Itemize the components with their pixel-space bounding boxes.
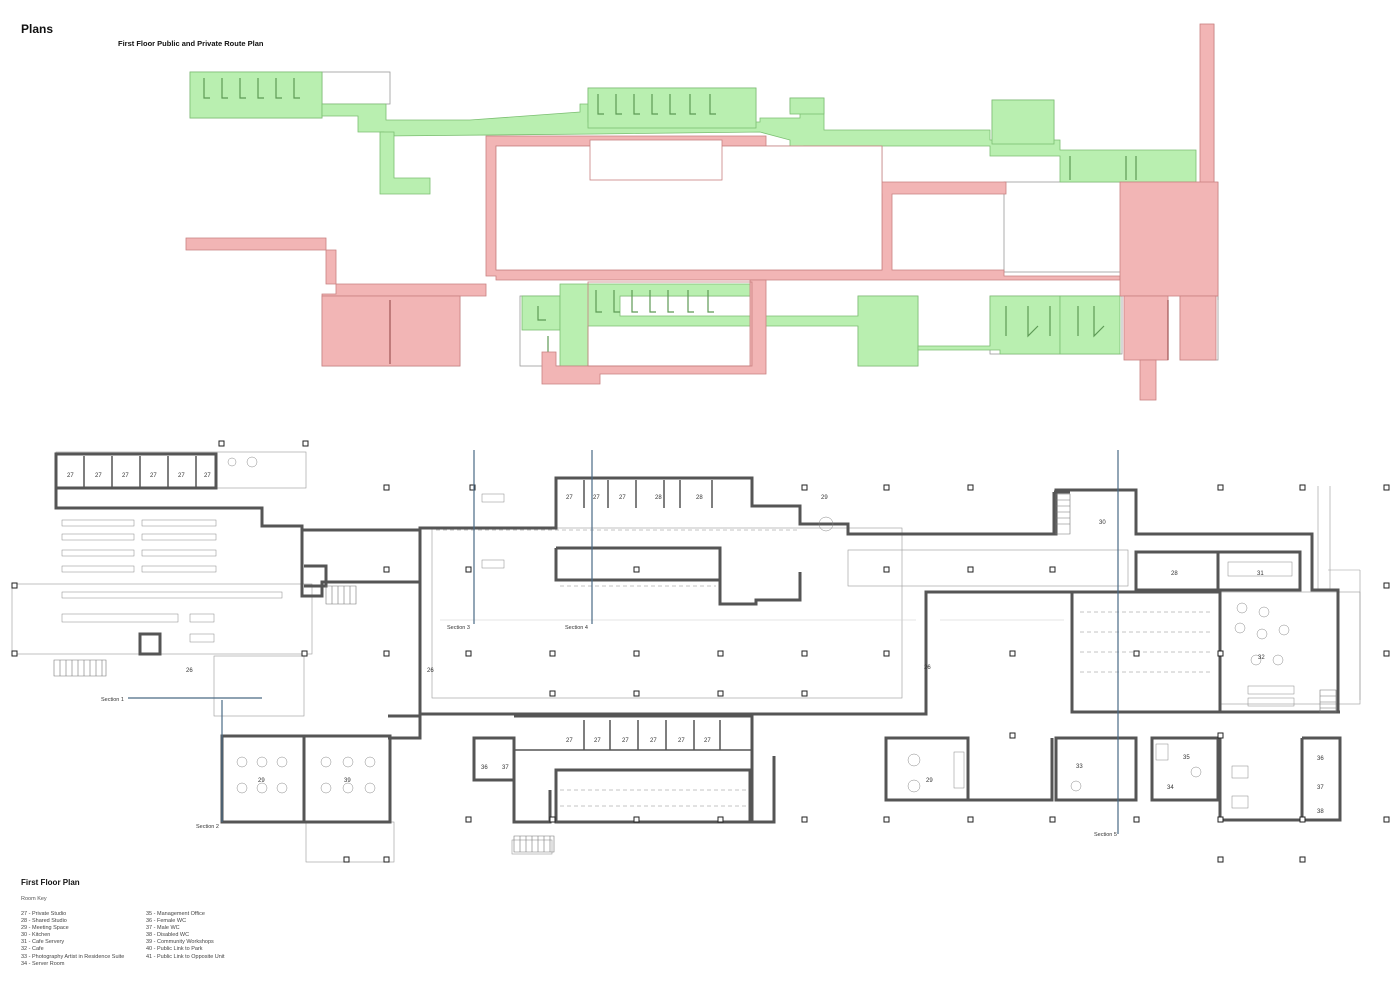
room-key-item: 38 - Disabled WC — [146, 932, 190, 939]
room-label: 27 — [622, 738, 629, 744]
room-key-item: 27 - Private Studio — [21, 911, 67, 917]
room-key-item: 39 - Community Workshops — [146, 939, 214, 946]
private-partitions — [389, 300, 1169, 364]
room-label: 27 — [204, 473, 211, 479]
route-plan-diagram — [185, 23, 1219, 401]
room-label: 37 — [1317, 785, 1324, 791]
room-label: 32 — [1258, 655, 1265, 661]
section-2-label: Section 2 — [196, 824, 219, 830]
room-key-item: 31 - Cafe Servery — [21, 939, 65, 946]
room-label: 29 — [926, 778, 933, 784]
route-plan-title: First Floor Public and Private Route Pla… — [118, 39, 264, 48]
studio-partitions — [83, 456, 752, 751]
room-label: 27 — [566, 738, 573, 744]
page-title: Plans — [21, 22, 54, 36]
room-key-item: 36 - Female WC — [146, 918, 187, 925]
public-route-zones — [189, 71, 1197, 367]
section-1-label: Section 1 — [101, 697, 124, 703]
room-label: 34 — [1167, 785, 1174, 791]
room-key-item: 29 - Meeting Space — [21, 925, 69, 932]
room-label: 30 — [1099, 520, 1106, 526]
room-label: 36 — [481, 765, 488, 771]
room-label: 33 — [1076, 764, 1083, 770]
floor-plan-walls — [54, 452, 1342, 824]
room-label: 37 — [502, 765, 509, 771]
room-label: 29 — [821, 495, 828, 501]
room-label: 35 — [1183, 755, 1190, 761]
room-label: 27 — [704, 738, 711, 744]
room-label: 36 — [1317, 756, 1324, 762]
room-label: 27 — [95, 473, 102, 479]
room-label: 38 — [1317, 809, 1324, 815]
room-key-item: 40 - Public Link to Park — [146, 946, 203, 953]
room-label: 28 — [696, 495, 703, 501]
floor-plan-furniture — [61, 456, 1295, 809]
room-key-item: 33 - Photography Artist in Residence Sui… — [21, 953, 125, 960]
room-label: 28 — [655, 495, 662, 501]
room-label: 27 — [650, 738, 657, 744]
room-key-item: 37 - Male WC — [146, 925, 180, 932]
room-label: 27 — [619, 495, 626, 501]
room-label: 26 — [186, 668, 193, 674]
room-key-column-1: 27 - Private Studio 28 - Shared Studio 2… — [21, 911, 124, 968]
room-key-item: 30 - Kitchen — [21, 932, 51, 939]
room-label: 39 — [344, 778, 351, 784]
floor-plan-stairs — [53, 493, 1337, 853]
room-label: 27 — [593, 495, 600, 501]
section-3-label: Section 3 — [447, 625, 470, 631]
room-label: 27 — [122, 473, 129, 479]
room-key-column-2: 35 - Management Office 36 - Female WC 37… — [146, 911, 225, 961]
room-label: 27 — [178, 473, 185, 479]
room-key-title: Room Key — [21, 896, 47, 902]
structural-columns — [11, 440, 1390, 863]
room-label: 27 — [67, 473, 74, 479]
room-key-item: 35 - Management Office — [146, 911, 205, 917]
room-key-item: 32 - Cafe — [21, 946, 44, 953]
section-lines — [128, 450, 1119, 834]
room-label: 26 — [924, 665, 931, 671]
room-label: 31 — [1257, 571, 1264, 577]
section-5-label: Section 5 — [1094, 832, 1117, 838]
room-label: 28 — [1171, 571, 1178, 577]
room-label: 27 — [594, 738, 601, 744]
section-4-label: Section 4 — [565, 625, 588, 631]
room-label: 27 — [150, 473, 157, 479]
room-label: 27 — [566, 495, 573, 501]
floor-plan-outlines — [11, 451, 1361, 863]
floor-plan-title: First Floor Plan — [21, 878, 80, 887]
private-interior-holes — [495, 139, 883, 367]
room-label: 29 — [258, 778, 265, 784]
room-label: 27 — [678, 738, 685, 744]
room-key-item: 28 - Shared Studio — [21, 918, 67, 925]
room-key-item: 41 - Public Link to Opposite Unit — [146, 953, 225, 960]
room-key-item: 34 - Server Room — [21, 960, 65, 967]
room-label: 26 — [427, 668, 434, 674]
